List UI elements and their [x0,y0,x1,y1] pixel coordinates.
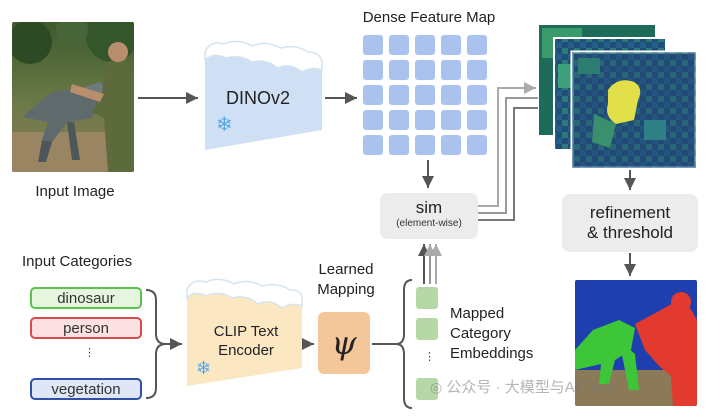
sim-label: sim [415,198,443,217]
input-image [12,22,134,172]
snowflake-icon: ❄ [216,114,233,136]
dense-feature-map-label: Dense Feature Map [362,9,496,26]
learned-mapping-label-2: Mapping [317,281,375,298]
category-vegetation: vegetation [30,378,142,400]
dense-feature-map [363,35,493,160]
clip-label-1: CLIP Text [213,323,279,340]
watermark: ◎ 公众号 · 大模型与AI Tech [430,376,614,397]
segmentation-output [575,280,697,406]
embedding-cell [416,287,438,309]
wechat-icon: ◎ [430,379,443,395]
snow-cap-icon [186,278,303,309]
learned-mapping-block: ψ [318,312,370,374]
refinement-label-1: refinement [589,203,671,222]
dinov2-block [205,52,322,150]
input-image-label: Input Image [35,183,115,200]
learned-mapping-label-1: Learned [318,261,374,278]
similarity-heatmaps [537,23,698,174]
refinement-label-2: & threshold [587,223,673,242]
embedding-cell [416,378,438,400]
mapped-label-2: Category [450,325,511,342]
clip-block [187,290,302,386]
embeddings-ellipsis: ⋮ [424,351,435,363]
snow-cap-icon [204,40,323,73]
sim-box: sim (element-wise) [380,193,478,239]
clip-label-2: Encoder [218,342,274,359]
categories-ellipsis: ⋮ [84,347,95,359]
mapped-label-1: Mapped [450,305,505,322]
category-dinosaur: dinosaur [30,287,142,309]
mapped-label-3: Embeddings [450,345,534,362]
sim-sublabel: (element-wise) [396,218,462,229]
input-categories-label: Input Categories [22,253,133,270]
psi-symbol: ψ [331,324,357,362]
refinement-box: refinement & threshold [562,194,698,252]
dinov2-label: DINOv2 [226,88,291,108]
embedding-cell [416,318,438,340]
watermark-text: 公众号 · 大模型与AI Tech [446,379,615,396]
snowflake-icon: ❄ [196,358,212,378]
category-person: person [30,317,142,339]
